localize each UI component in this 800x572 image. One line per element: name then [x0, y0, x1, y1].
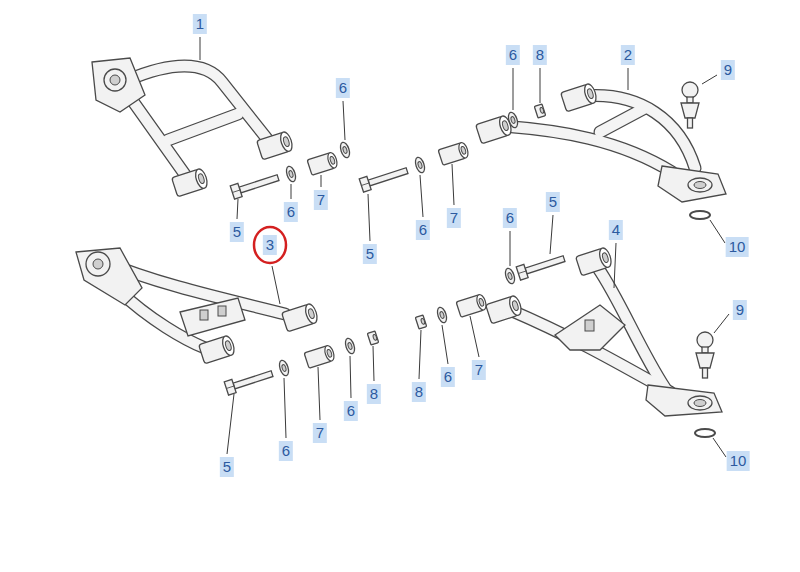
- callout-number: 6: [416, 220, 430, 240]
- callout-number: 10: [727, 451, 750, 471]
- callout-number: 8: [533, 45, 547, 65]
- callout-number: 8: [412, 382, 426, 402]
- callout-number: 2: [621, 45, 635, 65]
- callout-number: 7: [447, 208, 461, 228]
- callout-number: 6: [279, 441, 293, 461]
- callout-number: 5: [220, 457, 234, 477]
- callout-number: 3: [263, 235, 277, 255]
- highlight-circle: [254, 227, 286, 263]
- callout-number: 1: [193, 14, 207, 34]
- callout-number: 4: [609, 220, 623, 240]
- callout-number: 7: [472, 360, 486, 380]
- callout-number: 6: [344, 401, 358, 421]
- callout-number: 9: [721, 60, 735, 80]
- callout-number: 6: [506, 45, 520, 65]
- callout-number: 5: [230, 222, 244, 242]
- callout-number: 5: [363, 244, 377, 264]
- callout-number: 6: [336, 78, 350, 98]
- callout-number: 7: [313, 423, 327, 443]
- callout-number: 6: [503, 208, 517, 228]
- callout-number: 10: [726, 237, 749, 257]
- callout-number: 7: [314, 190, 328, 210]
- callout-number: 6: [441, 367, 455, 387]
- callout-number: 8: [367, 384, 381, 404]
- callout-number: 5: [546, 192, 560, 212]
- callout-number: 9: [733, 300, 747, 320]
- callout-number: 6: [284, 202, 298, 222]
